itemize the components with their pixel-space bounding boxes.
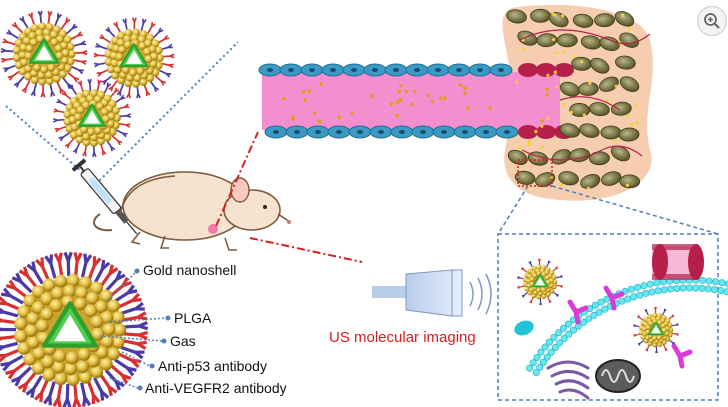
label-us-molecular-imaging: US molecular imaging xyxy=(329,329,476,346)
nanoparticle-1 xyxy=(0,10,88,98)
inset-nanoparticle-2 xyxy=(633,306,679,354)
label-gold-nanoshell: Gold nanoshell xyxy=(143,262,237,278)
inset-nanoparticle-1 xyxy=(517,258,563,306)
mouse-illustration xyxy=(93,171,291,251)
label-anti-p53-antibody: Anti-p53 antibody xyxy=(158,358,267,374)
molecular-imaging-inset xyxy=(497,233,728,401)
legend-pointers xyxy=(99,268,171,391)
zoom-in-button[interactable] xyxy=(697,6,727,36)
nanoparticle-cluster xyxy=(0,10,175,158)
label-plga: PLGA xyxy=(174,310,212,326)
nanoparticle-3 xyxy=(52,78,132,158)
zoom-guide-lines xyxy=(215,131,363,263)
syringe-icon xyxy=(71,158,138,235)
zoom-in-icon xyxy=(704,13,720,29)
label-anti-vegfr2-antibody: Anti-VEGFR2 antibody xyxy=(145,380,287,396)
syringe-guide-lines xyxy=(5,41,239,185)
tumor-cells xyxy=(506,8,651,191)
blood-vessel xyxy=(258,63,574,139)
label-gas: Gas xyxy=(170,333,196,349)
nanoparticle-detail xyxy=(0,251,149,407)
nanoparticle-large xyxy=(0,251,149,407)
inset-guide-lines xyxy=(497,185,719,235)
zoom-region-marker xyxy=(517,159,553,187)
ultrasound-transducer-icon xyxy=(372,269,492,317)
nanoparticle-2 xyxy=(93,17,175,99)
